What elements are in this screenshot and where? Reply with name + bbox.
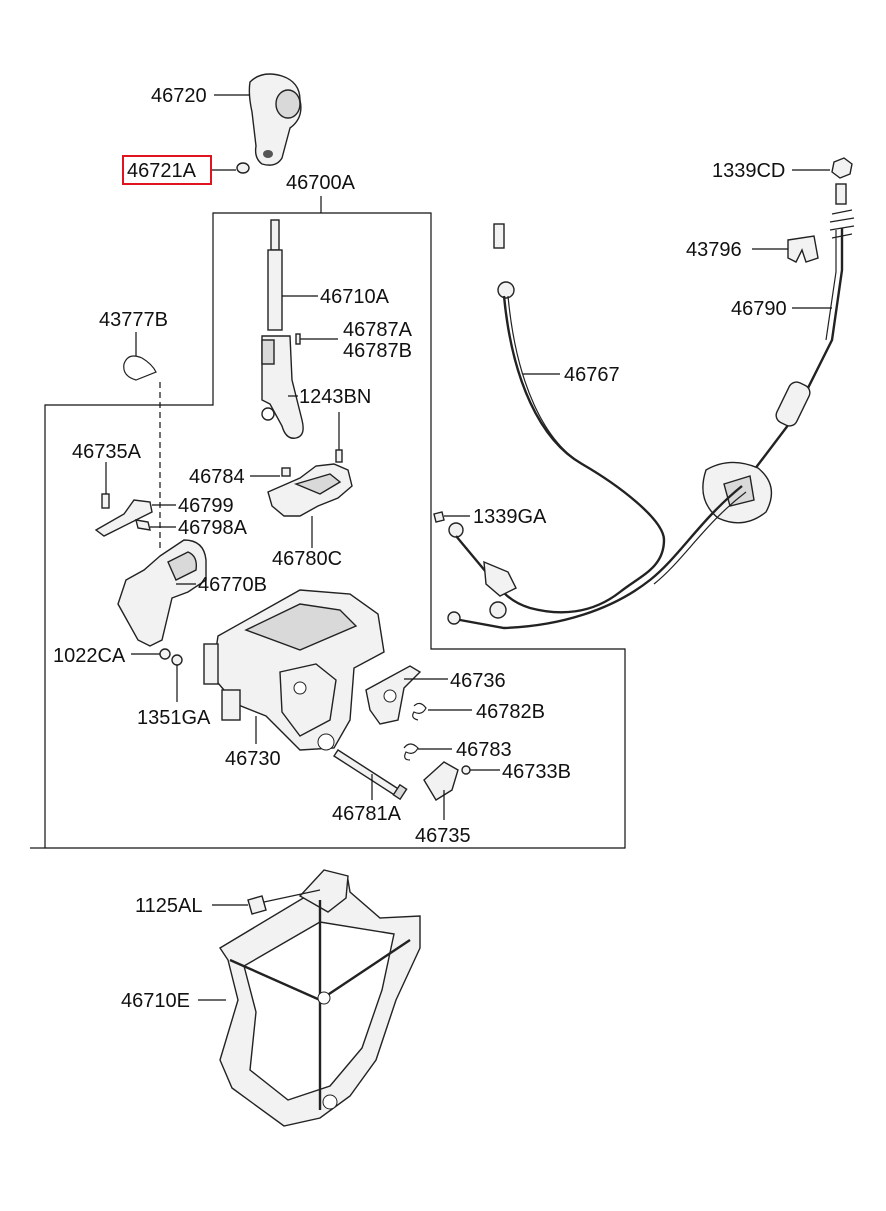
label-1243BN: 1243BN (299, 386, 371, 408)
bracket-part (94, 499, 153, 537)
label-46798A: 46798A (178, 517, 248, 539)
label-46782B: 46782B (476, 701, 545, 723)
shift-knob-part (248, 73, 302, 166)
label-46767: 46767 (564, 364, 620, 386)
lower-frame-part (219, 869, 421, 1127)
label-46799: 46799 (178, 495, 234, 517)
label-46710E: 46710E (121, 990, 190, 1012)
part-highlight-box (122, 155, 212, 185)
label-1351GA: 1351GA (137, 707, 211, 729)
label-1022CA: 1022CA (53, 645, 126, 667)
indicator-housing-part (267, 463, 353, 517)
assembly-outline (44, 212, 626, 849)
label-46721A: 46721A (127, 160, 197, 182)
label-43777B: 43777B (99, 309, 168, 331)
label-46733B: 46733B (502, 761, 571, 783)
label-46735A: 46735A (72, 441, 142, 463)
label-46783: 46783 (456, 739, 512, 761)
label-46784: 46784 (189, 466, 245, 488)
label-46787B: 46787B (343, 340, 412, 362)
label-1339GA: 1339GA (473, 506, 547, 528)
shift-lever-part (261, 219, 304, 439)
label-46780C: 46780C (272, 548, 342, 570)
label-46770B: 46770B (198, 574, 267, 596)
label-46730: 46730 (225, 748, 281, 770)
bolt-part (101, 493, 110, 509)
label-46700A: 46700A (286, 172, 356, 194)
shifter-base-part (203, 589, 385, 751)
label-46735: 46735 (415, 825, 471, 847)
label-46781A: 46781A (332, 803, 402, 825)
select-cable-part (447, 228, 844, 630)
label-46736: 46736 (450, 670, 506, 692)
label-1125AL: 1125AL (135, 895, 202, 917)
label-46787A: 46787A (343, 319, 413, 341)
shift-cable-part (491, 223, 666, 614)
label-1339CD: 1339CD (712, 160, 785, 182)
label-46710A: 46710A (320, 286, 390, 308)
label-46720: 46720 (151, 85, 207, 107)
label-43796: 43796 (686, 239, 742, 261)
cable-bracket-part (117, 539, 207, 647)
label-46790: 46790 (731, 298, 787, 320)
knob-button-part (236, 162, 250, 174)
